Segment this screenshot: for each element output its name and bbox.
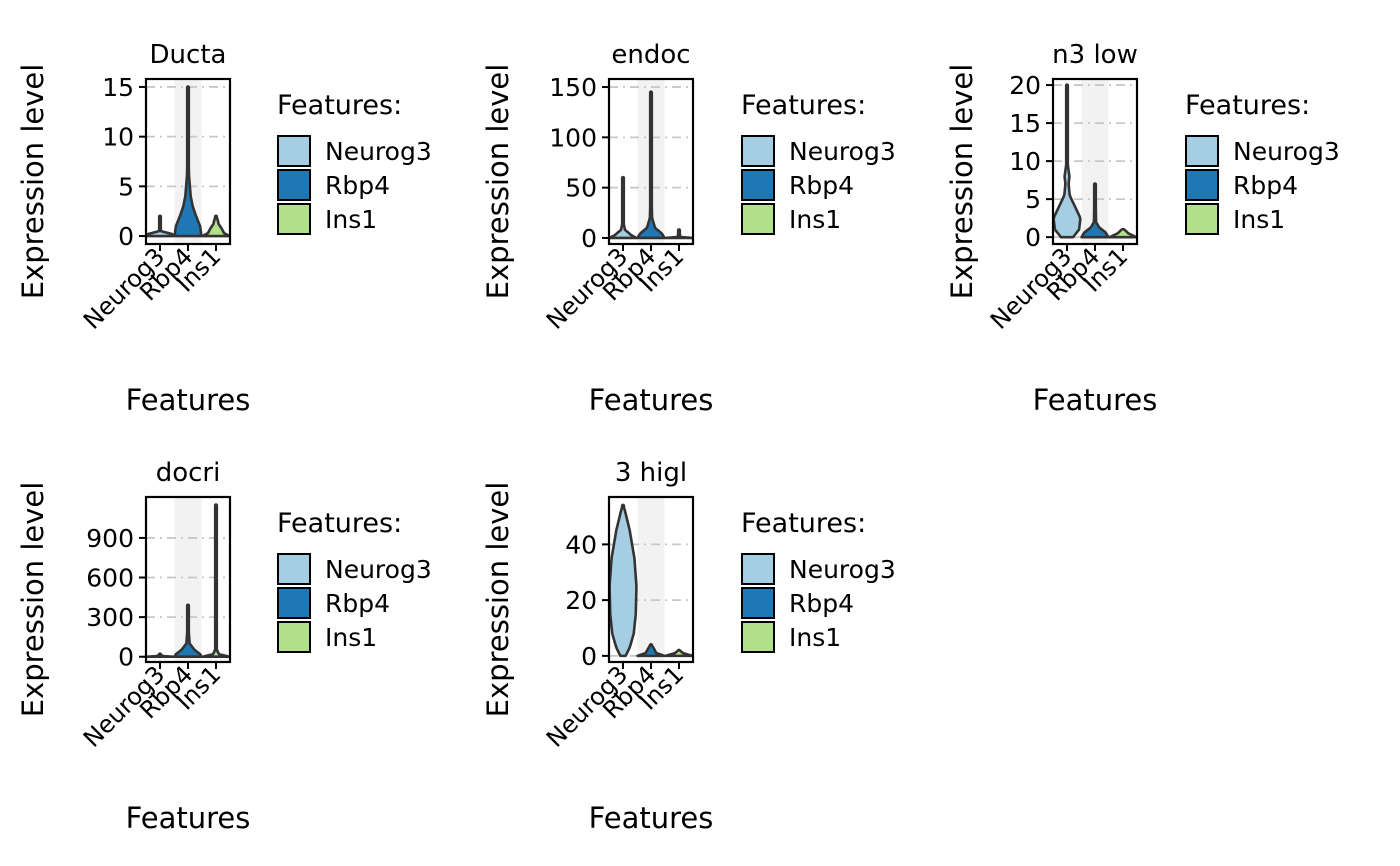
x-axis-title: Features xyxy=(1033,383,1158,417)
y-tick-label: 5 xyxy=(118,172,134,201)
legend-label: Neurog3 xyxy=(325,555,432,584)
violin-ins1 xyxy=(201,503,230,659)
legend-label: Rbp4 xyxy=(789,171,854,200)
y-tick-label: 0 xyxy=(118,643,134,672)
legend-key-neurog3 xyxy=(1185,135,1219,167)
legend-key-neurog3 xyxy=(741,553,775,585)
x-axis-title: Features xyxy=(126,801,251,835)
violin-rbp4 xyxy=(173,603,203,659)
legend-key-neurog3 xyxy=(277,135,311,167)
legend-key-ins1 xyxy=(277,621,311,653)
y-tick-label: 10 xyxy=(1009,147,1041,176)
legend-label: Ins1 xyxy=(325,205,377,234)
violin-ins1 xyxy=(1108,227,1137,239)
legend-label: Rbp4 xyxy=(789,589,854,618)
chart-title: docri xyxy=(156,458,221,488)
y-tick-label: 0 xyxy=(118,222,134,251)
y-tick-label: 0 xyxy=(1025,223,1041,252)
y-tick-label: 0 xyxy=(581,224,597,253)
y-tick-label: 600 xyxy=(86,564,134,593)
y-tick-label: 15 xyxy=(1009,109,1041,138)
legend-key-rbp4 xyxy=(277,587,311,619)
legend-label: Neurog3 xyxy=(1233,137,1340,166)
y-axis-title: Expression level xyxy=(16,482,50,718)
violin-neurog3 xyxy=(146,214,175,238)
y-axis-title: Expression level xyxy=(16,64,50,300)
legend-title: Features: xyxy=(741,508,866,539)
y-tick-label: 0 xyxy=(581,642,597,671)
legend-key-rbp4 xyxy=(741,587,775,619)
chart-title: n3 low xyxy=(1052,40,1138,70)
legend-title: Features: xyxy=(1185,90,1310,121)
x-axis-title: Features xyxy=(589,383,714,417)
y-tick-label: 40 xyxy=(565,530,597,559)
violin-ins1 xyxy=(664,228,693,240)
chart-title: Ducta xyxy=(150,40,227,70)
y-axis-title: Expression level xyxy=(481,64,515,300)
x-axis-title: Features xyxy=(126,383,251,417)
violin-rbp4 xyxy=(1080,182,1110,239)
legend-key-rbp4 xyxy=(1185,169,1219,201)
y-tick-label: 900 xyxy=(86,524,134,553)
y-tick-label: 15 xyxy=(102,73,134,102)
legend-title: Features: xyxy=(741,90,866,121)
x-axis-title: Features xyxy=(589,801,714,835)
legend-key-rbp4 xyxy=(277,169,311,201)
chart-title: endoc xyxy=(611,40,690,70)
chart-title: 3 higl xyxy=(615,458,687,488)
violin-rbp4 xyxy=(636,642,666,658)
violin-rbp4 xyxy=(173,85,203,238)
y-tick-label: 50 xyxy=(565,174,597,203)
y-axis-title: Expression level xyxy=(481,482,515,718)
y-tick-label: 100 xyxy=(549,123,597,152)
legend-label: Ins1 xyxy=(325,623,377,652)
y-tick-label: 300 xyxy=(86,603,134,632)
legend-title: Features: xyxy=(277,508,402,539)
violin-ins1 xyxy=(201,214,230,238)
legend-key-ins1 xyxy=(1185,203,1219,235)
legend-label: Rbp4 xyxy=(325,171,390,200)
legend-key-ins1 xyxy=(741,203,775,235)
y-tick-label: 20 xyxy=(1009,71,1041,100)
y-tick-label: 20 xyxy=(565,586,597,615)
legend-label: Rbp4 xyxy=(1233,171,1298,200)
legend-label: Neurog3 xyxy=(325,137,432,166)
violin-rbp4 xyxy=(636,90,666,240)
legend-title: Features: xyxy=(277,90,402,121)
legend-label: Neurog3 xyxy=(789,137,896,166)
legend-label: Rbp4 xyxy=(325,589,390,618)
legend-key-neurog3 xyxy=(277,553,311,585)
legend-key-rbp4 xyxy=(741,169,775,201)
legend-label: Neurog3 xyxy=(789,555,896,584)
violin-neurog3 xyxy=(146,652,175,659)
legend-key-ins1 xyxy=(277,203,311,235)
violin-neurog3 xyxy=(1053,83,1082,239)
highlight-band xyxy=(637,497,665,662)
violin-ins1 xyxy=(664,648,693,658)
legend-label: Ins1 xyxy=(1233,205,1285,234)
y-tick-label: 150 xyxy=(549,73,597,102)
y-axis-title: Expression level xyxy=(945,64,979,300)
violin-neurog3 xyxy=(609,175,638,240)
y-tick-label: 5 xyxy=(1025,185,1041,214)
legend-key-neurog3 xyxy=(741,135,775,167)
legend-label: Ins1 xyxy=(789,623,841,652)
legend-label: Ins1 xyxy=(789,205,841,234)
y-tick-label: 10 xyxy=(102,123,134,152)
legend-key-ins1 xyxy=(741,621,775,653)
violin-neurog3 xyxy=(609,503,638,658)
